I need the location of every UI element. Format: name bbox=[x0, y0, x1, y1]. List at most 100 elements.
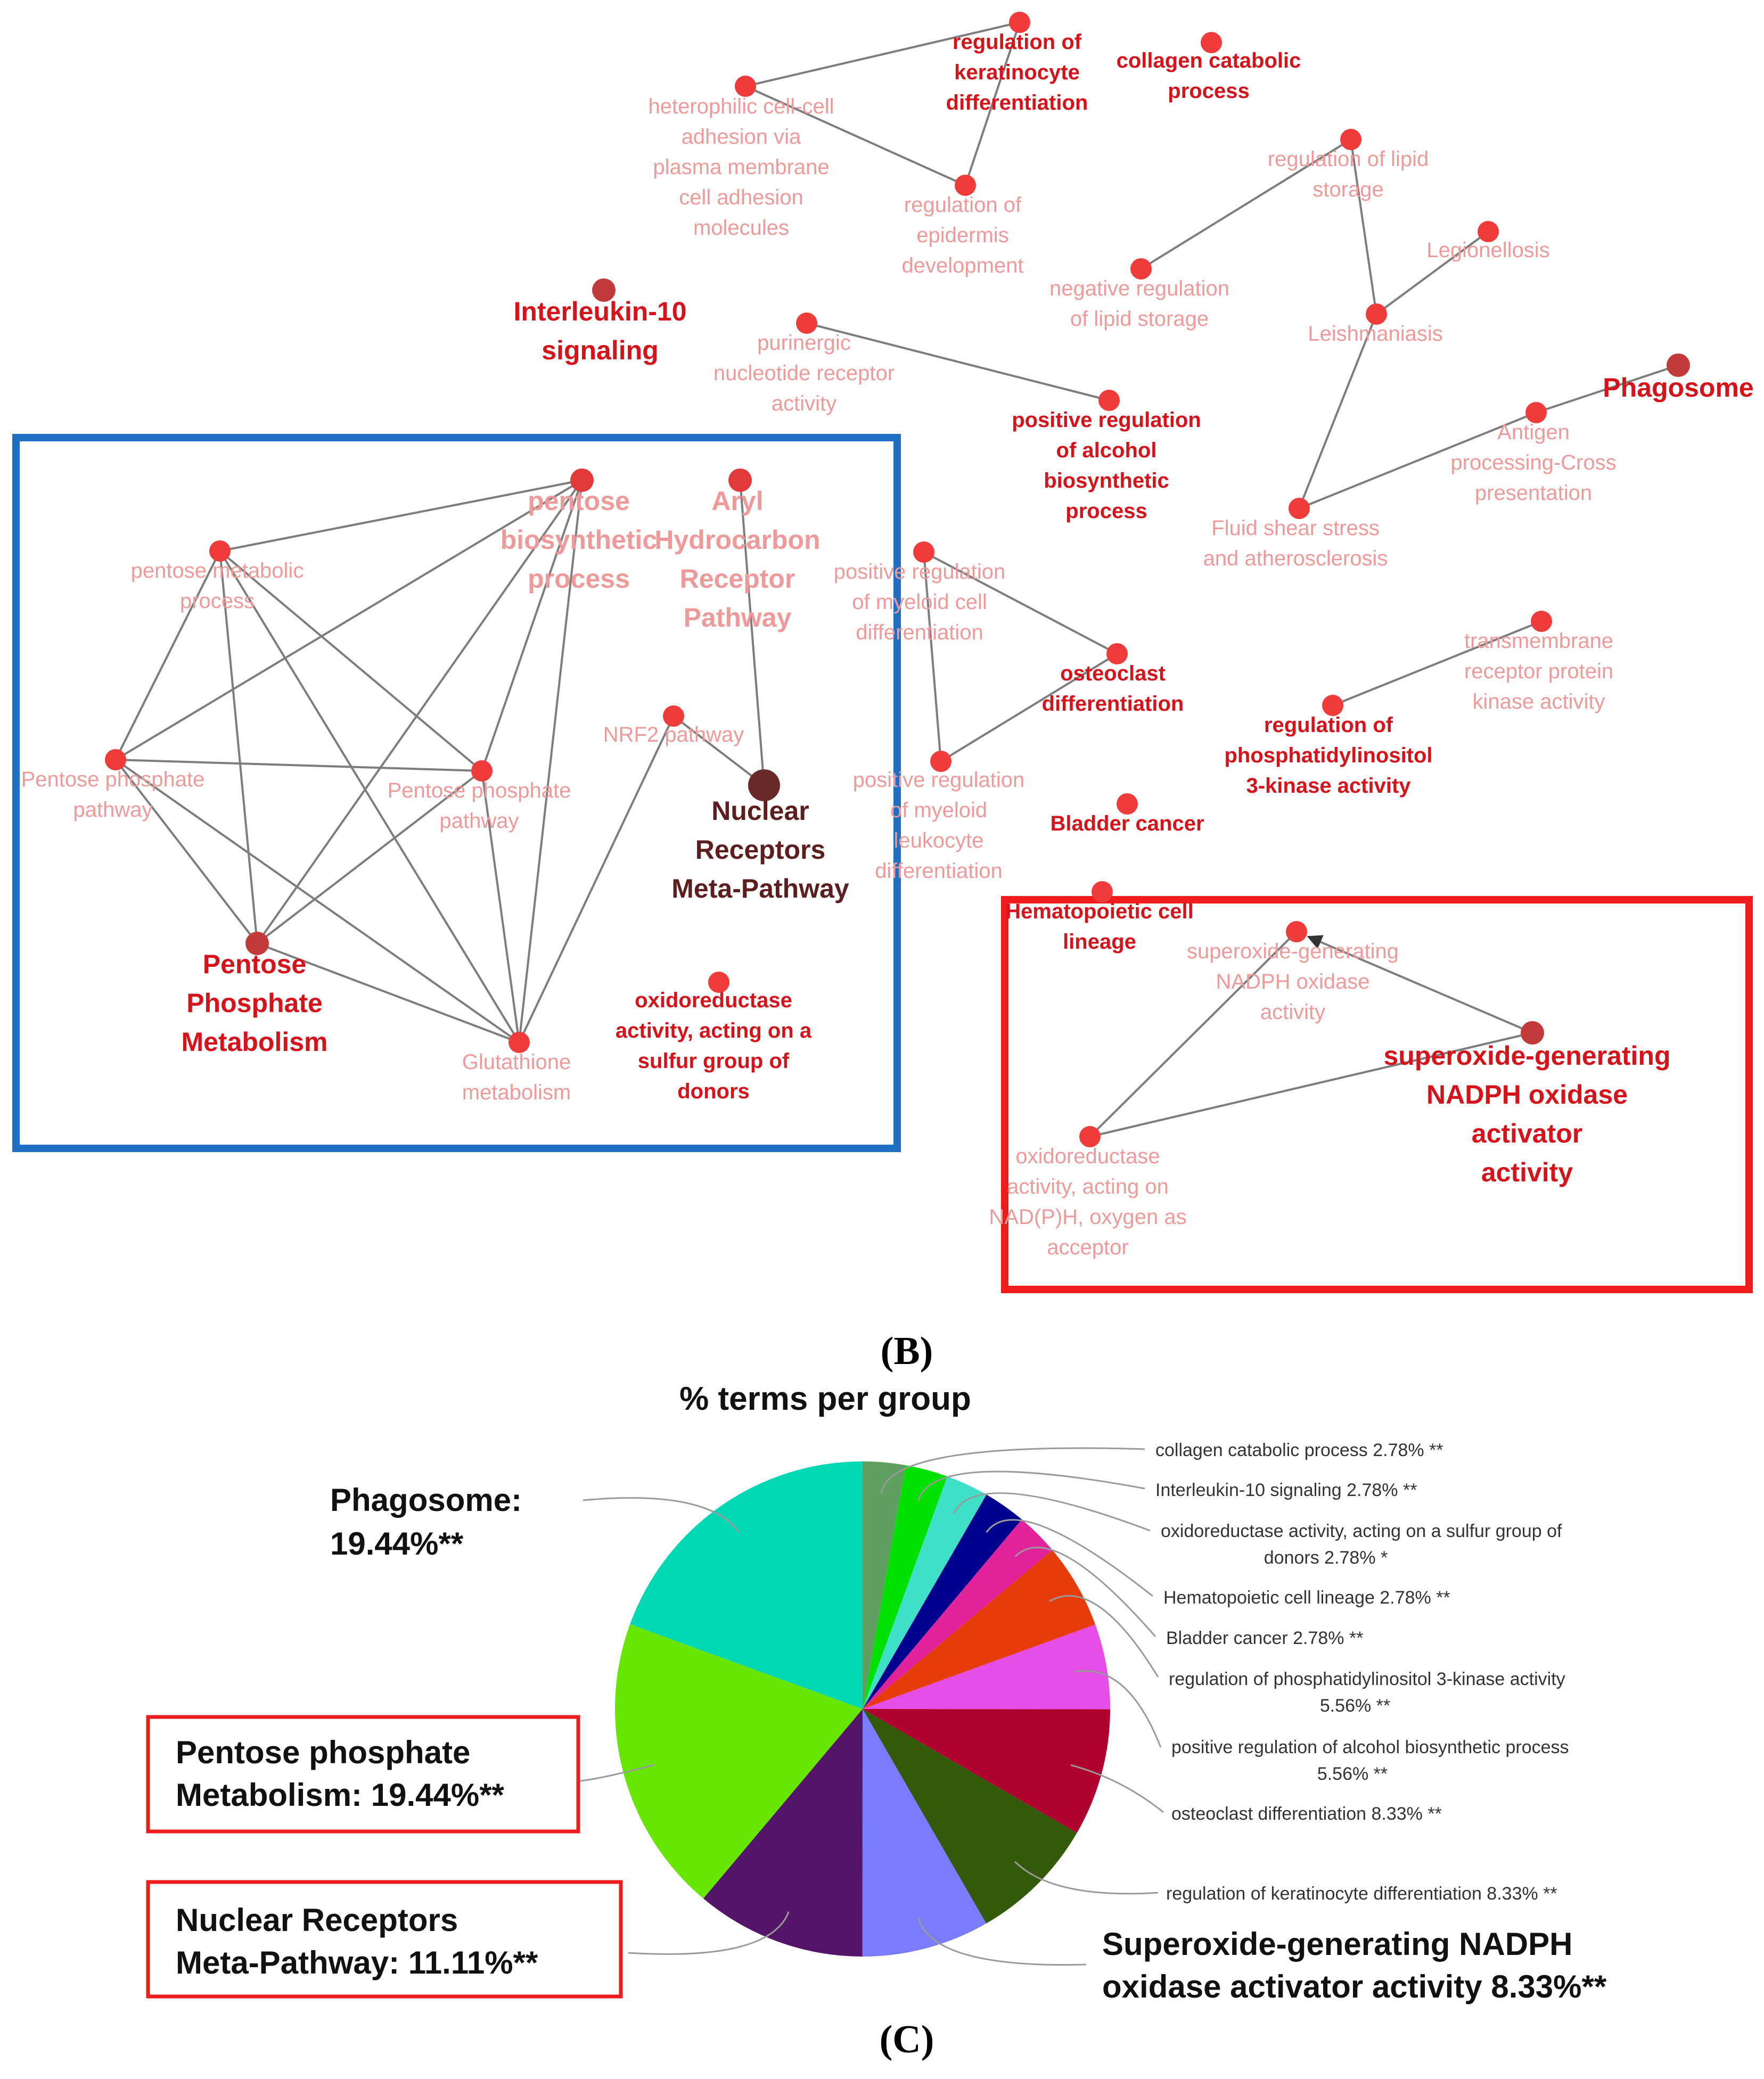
node-phagosome bbox=[1667, 354, 1690, 377]
edge-pentose_bio-ppp_left bbox=[114, 479, 583, 761]
node-pentose_bio bbox=[570, 469, 594, 492]
chart-title: % terms per group bbox=[679, 1380, 971, 1417]
pie-slice-3 bbox=[863, 1494, 1022, 1709]
node-ppm bbox=[245, 932, 269, 955]
pie-slice-0 bbox=[863, 1461, 906, 1709]
node-myeloid bbox=[913, 541, 934, 563]
edge-ppp_mid-ppm bbox=[256, 770, 483, 944]
edge-pentose_meta-glutathione bbox=[219, 550, 520, 1043]
edge-lipid_storage-neg_lipid bbox=[1140, 138, 1352, 270]
pie-slice-12 bbox=[630, 1461, 863, 1709]
node-oxido_sulfur bbox=[708, 972, 729, 993]
pie-slice-11 bbox=[615, 1624, 863, 1899]
edge-ppp_left-ppp_mid bbox=[115, 759, 482, 772]
callout-leader-lines bbox=[580, 1447, 1164, 1966]
panel-label-b: (B) bbox=[881, 1329, 933, 1373]
edge-ppp_left-glutathione bbox=[114, 759, 520, 1043]
leader-line-phagosome bbox=[582, 1497, 740, 1533]
edge-lipid_storage-leishmaniasis bbox=[1350, 139, 1377, 315]
edge-pentose_bio-glutathione bbox=[518, 480, 583, 1043]
edge-pentose_bio-ppp_mid bbox=[481, 480, 583, 771]
leader-line-superoxide bbox=[917, 1917, 1087, 1966]
node-legionellosis bbox=[1478, 221, 1499, 242]
edge-pentose_bio-ppm bbox=[256, 479, 583, 944]
node-label-phagosome: Phagosome bbox=[1603, 373, 1753, 402]
edge-osteoclast-myeloid_leuko bbox=[940, 653, 1118, 762]
edge-antigen-fluid bbox=[1299, 412, 1537, 510]
edge-pentose_meta-ppp_mid bbox=[219, 550, 483, 772]
leader-line-oxido bbox=[953, 1492, 1151, 1532]
edge-aryl-nuclear bbox=[739, 480, 765, 786]
edge-purinergic-alcohol bbox=[806, 322, 1110, 401]
leader-line-bladder bbox=[1014, 1547, 1156, 1637]
network-edges bbox=[114, 21, 1679, 1138]
edge-myeloid-myeloid_leuko bbox=[923, 552, 942, 762]
node-il10 bbox=[592, 278, 616, 302]
edge-nrf2-glutathione bbox=[518, 716, 675, 1043]
node-glutathione bbox=[508, 1032, 530, 1053]
leader-line-osteo bbox=[1070, 1764, 1164, 1813]
leader-line-pentose bbox=[580, 1764, 655, 1782]
callout-collagen: collagen catabolic process 2.78% ** bbox=[1155, 1440, 1443, 1460]
panel-c-pie-chart: % terms per group collagen catabolic pro… bbox=[146, 1380, 1607, 2061]
node-aryl bbox=[728, 469, 752, 492]
callout-hemato: Hematopoietic cell lineage 2.78% ** bbox=[1163, 1588, 1450, 1608]
leader-line-collagen bbox=[880, 1447, 1145, 1494]
pie-slice-6 bbox=[863, 1624, 1111, 1710]
callout-phagosome: Phagosome:19.44%** bbox=[330, 1482, 522, 1562]
node-label-leishmaniasis: Leishmaniasis bbox=[1308, 322, 1442, 346]
callout-oxido: oxidoreductase activity, acting on a sul… bbox=[1161, 1521, 1562, 1568]
edge-transmembrane-pi3k bbox=[1332, 620, 1542, 706]
pie-slices bbox=[615, 1461, 1111, 1957]
node-lipid_storage bbox=[1340, 129, 1361, 150]
node-osteoclast bbox=[1106, 643, 1128, 664]
node-nrf2 bbox=[663, 705, 684, 727]
callout-kerat: regulation of keratinocyte differentiati… bbox=[1166, 1884, 1557, 1904]
edge-oxido_nadph-superoxide_act bbox=[1089, 1032, 1533, 1138]
callout-alcohol: positive regulation of alcohol biosynthe… bbox=[1171, 1737, 1569, 1784]
edge-heterophilic-keratinocyte bbox=[745, 21, 1020, 87]
node-bladder bbox=[1117, 793, 1138, 815]
node-neg_lipid bbox=[1130, 258, 1152, 280]
node-pentose_meta bbox=[209, 540, 231, 562]
node-collagen bbox=[1201, 32, 1222, 53]
node-ppp_left bbox=[105, 749, 126, 770]
node-transmembrane bbox=[1531, 611, 1552, 632]
node-oxido_nadph bbox=[1079, 1126, 1101, 1147]
node-heterophilic bbox=[735, 76, 756, 97]
edge-nrf2-nuclear bbox=[672, 715, 765, 786]
pie-slice-9 bbox=[862, 1709, 987, 1957]
leader-line-pi3k bbox=[1049, 1595, 1159, 1678]
callout-bladder: Bladder cancer 2.78% ** bbox=[1166, 1628, 1363, 1648]
pie-slice-7 bbox=[863, 1709, 1110, 1833]
edge-ppp_left-ppm bbox=[114, 759, 258, 944]
pie-slice-10 bbox=[703, 1709, 863, 1957]
edge-myeloid-osteoclast bbox=[923, 551, 1118, 655]
node-hematopoietic bbox=[1092, 881, 1113, 902]
edge-antigen-phagosome bbox=[1536, 364, 1679, 414]
node-epidermis bbox=[955, 175, 976, 196]
